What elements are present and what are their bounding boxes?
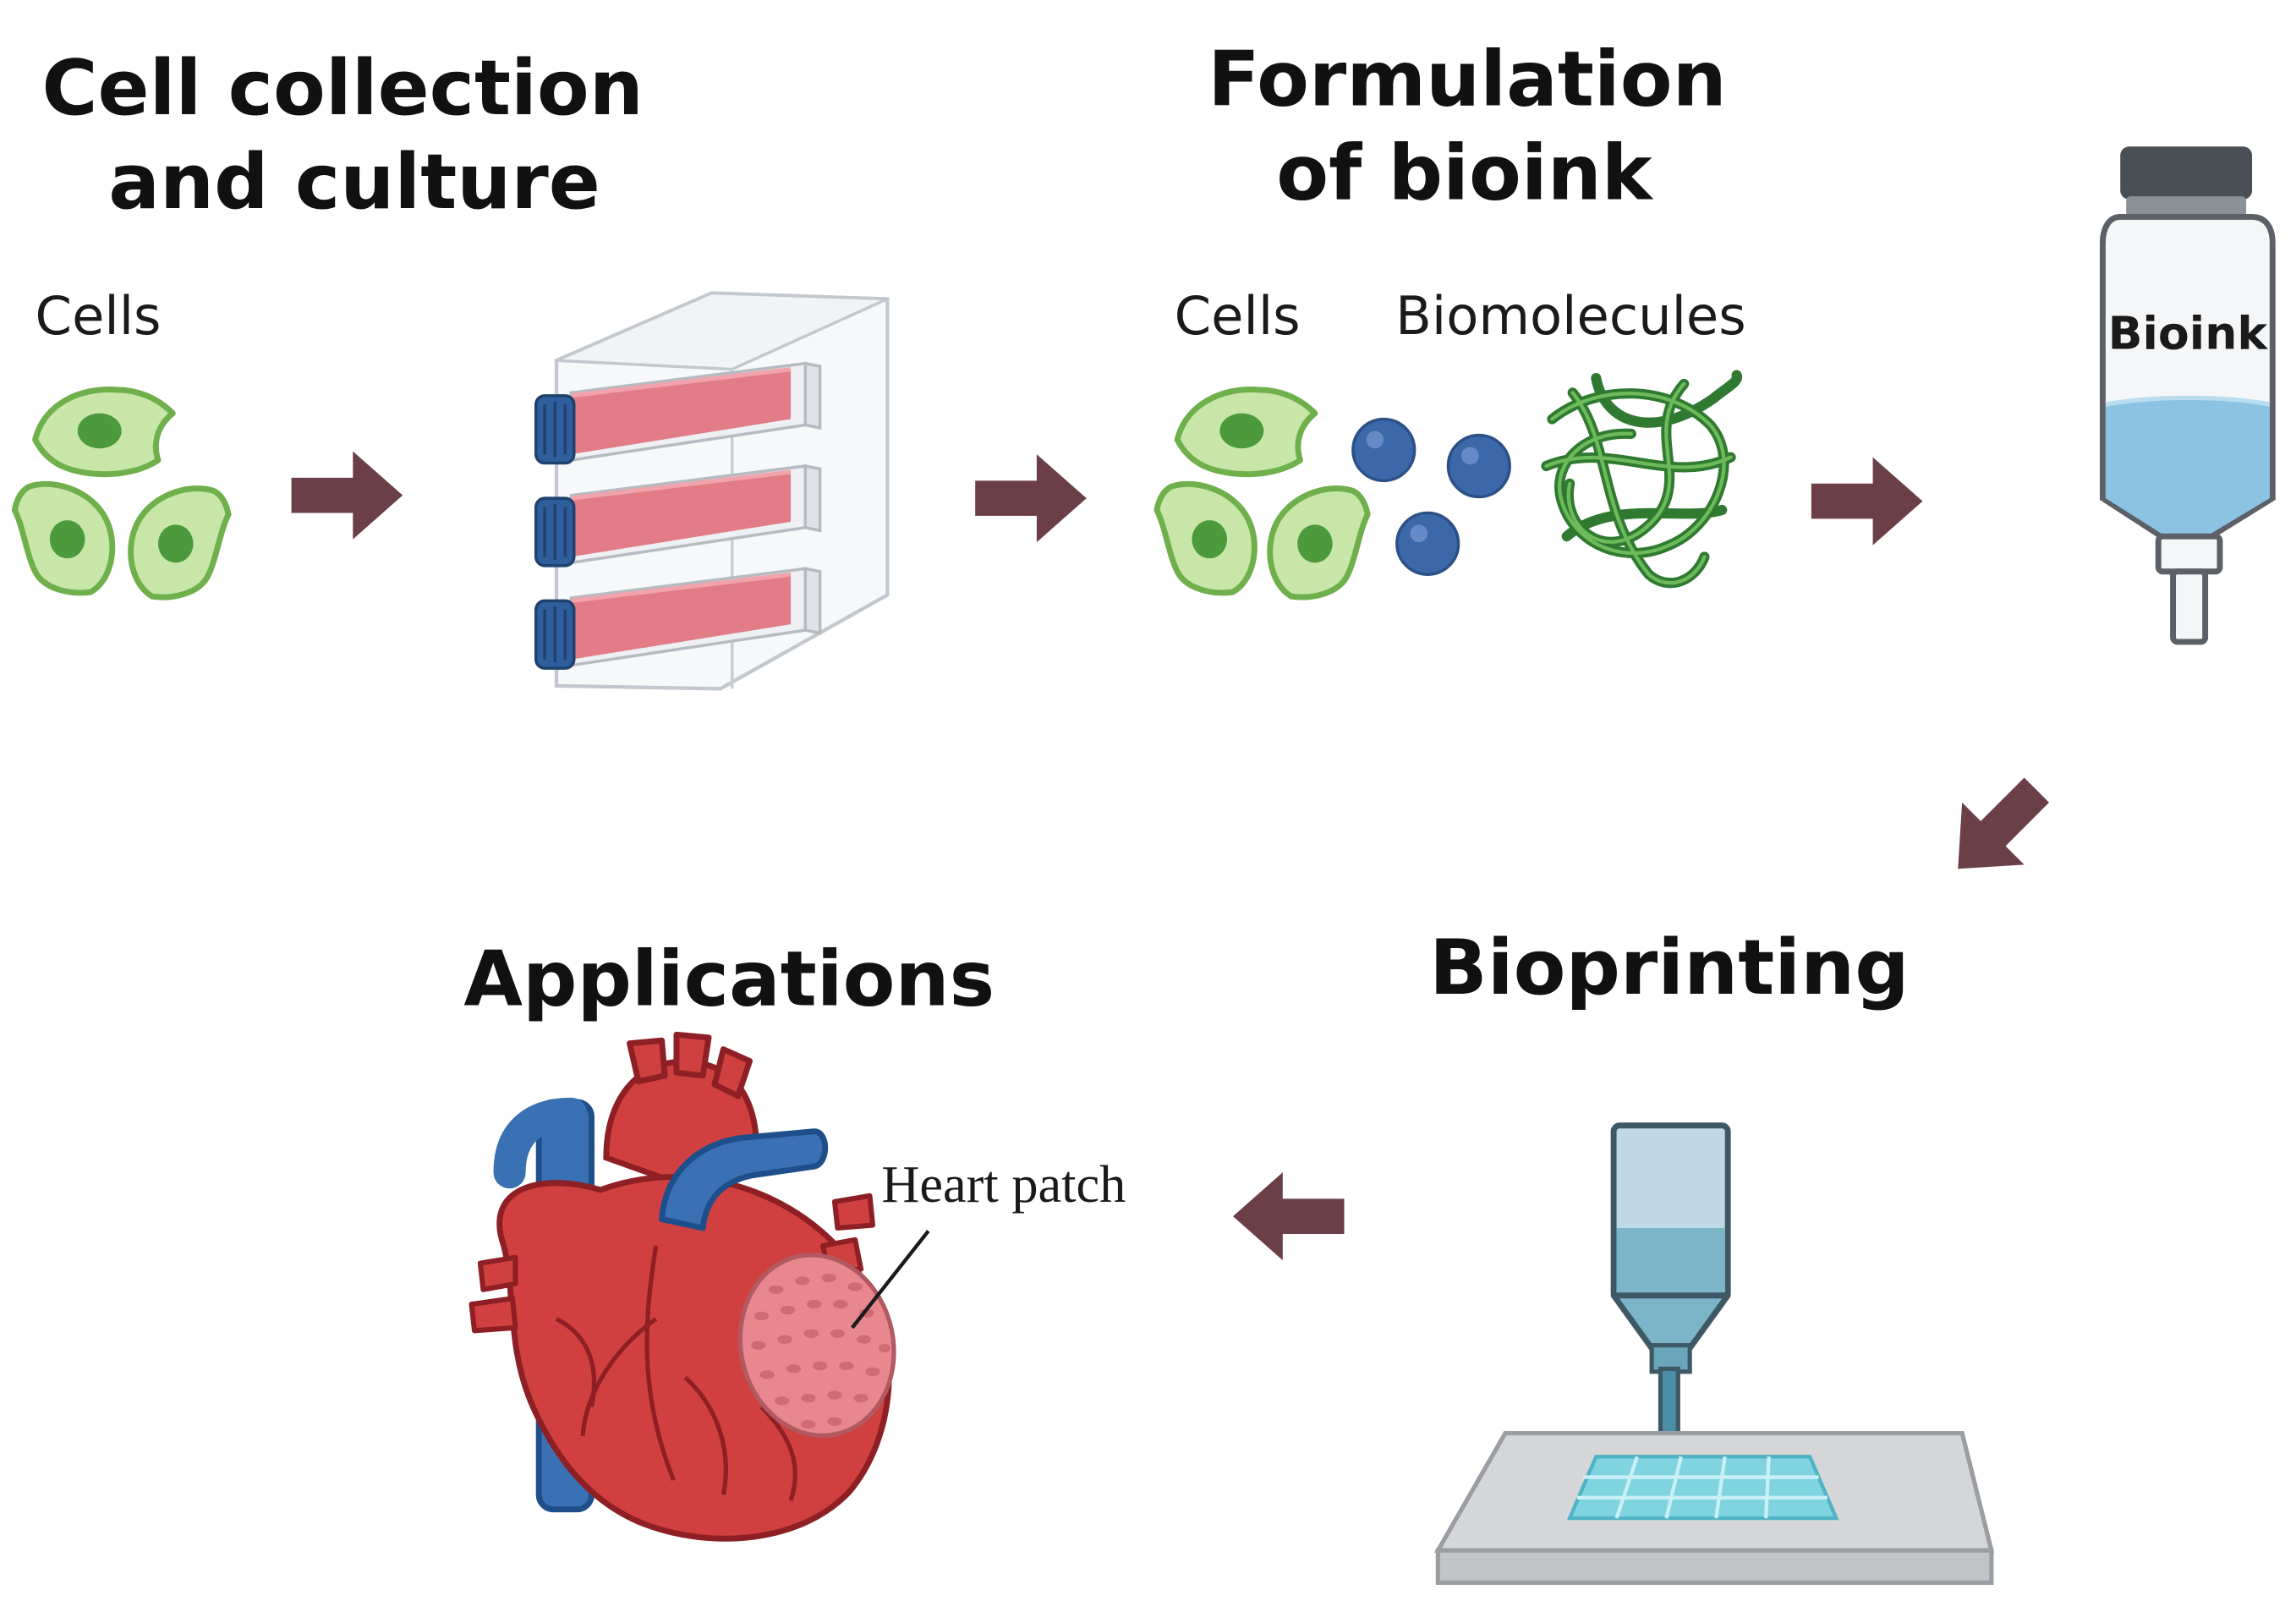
- print-bed-icon: [1433, 1431, 1995, 1585]
- arrow-icon: [1811, 457, 1923, 546]
- formulation-title-line1: Formulation: [1208, 36, 1726, 124]
- protein-fiber-icon: [1541, 370, 1743, 589]
- biomolecule-sphere-icon: [1446, 433, 1511, 499]
- bioink-bottle-label: Bioink: [2108, 306, 2269, 359]
- arrow-icon: [1232, 1172, 1345, 1261]
- bioink-bottle-icon: Bioink: [2099, 146, 2276, 645]
- cell-collection-title-line2: and culture: [108, 138, 600, 227]
- arrow-icon: [1926, 759, 2069, 901]
- cell-collection-cells-label: Cells: [36, 285, 162, 347]
- bioprinting-title: Bioprinting: [1429, 924, 1910, 1012]
- arrow-icon: [975, 454, 1087, 543]
- heart-patch-callout-label: Heart patch: [881, 1155, 1126, 1214]
- heart-patch-icon: [737, 1253, 896, 1438]
- bioprinter-nozzle-icon: [1610, 1122, 1731, 1468]
- biomolecule-sphere-icon: [1351, 417, 1417, 483]
- formulation-cells-label: Cells: [1175, 285, 1301, 347]
- arrow-icon: [291, 451, 403, 540]
- biomolecule-spheres: [1351, 417, 1511, 576]
- cell-icon: [14, 484, 112, 593]
- biomolecule-sphere-icon: [1395, 511, 1460, 576]
- cell-icon: [131, 488, 228, 597]
- applications-title: Applications: [463, 935, 995, 1024]
- cell-group-formulation: [1157, 390, 1367, 598]
- cell-group-culture: [14, 390, 228, 598]
- heart-patch-callout-line: [851, 1230, 930, 1330]
- cell-icon: [36, 390, 173, 474]
- cell-icon: [1177, 390, 1315, 474]
- cell-icon: [1157, 484, 1254, 593]
- culture-flask-icon: [536, 291, 890, 691]
- biomolecules-label: Biomolecules: [1395, 285, 1746, 347]
- cell-icon: [1270, 488, 1367, 597]
- cell-collection-title-line1: Cell collection: [41, 44, 643, 133]
- formulation-title-line2: of bioink: [1276, 129, 1653, 218]
